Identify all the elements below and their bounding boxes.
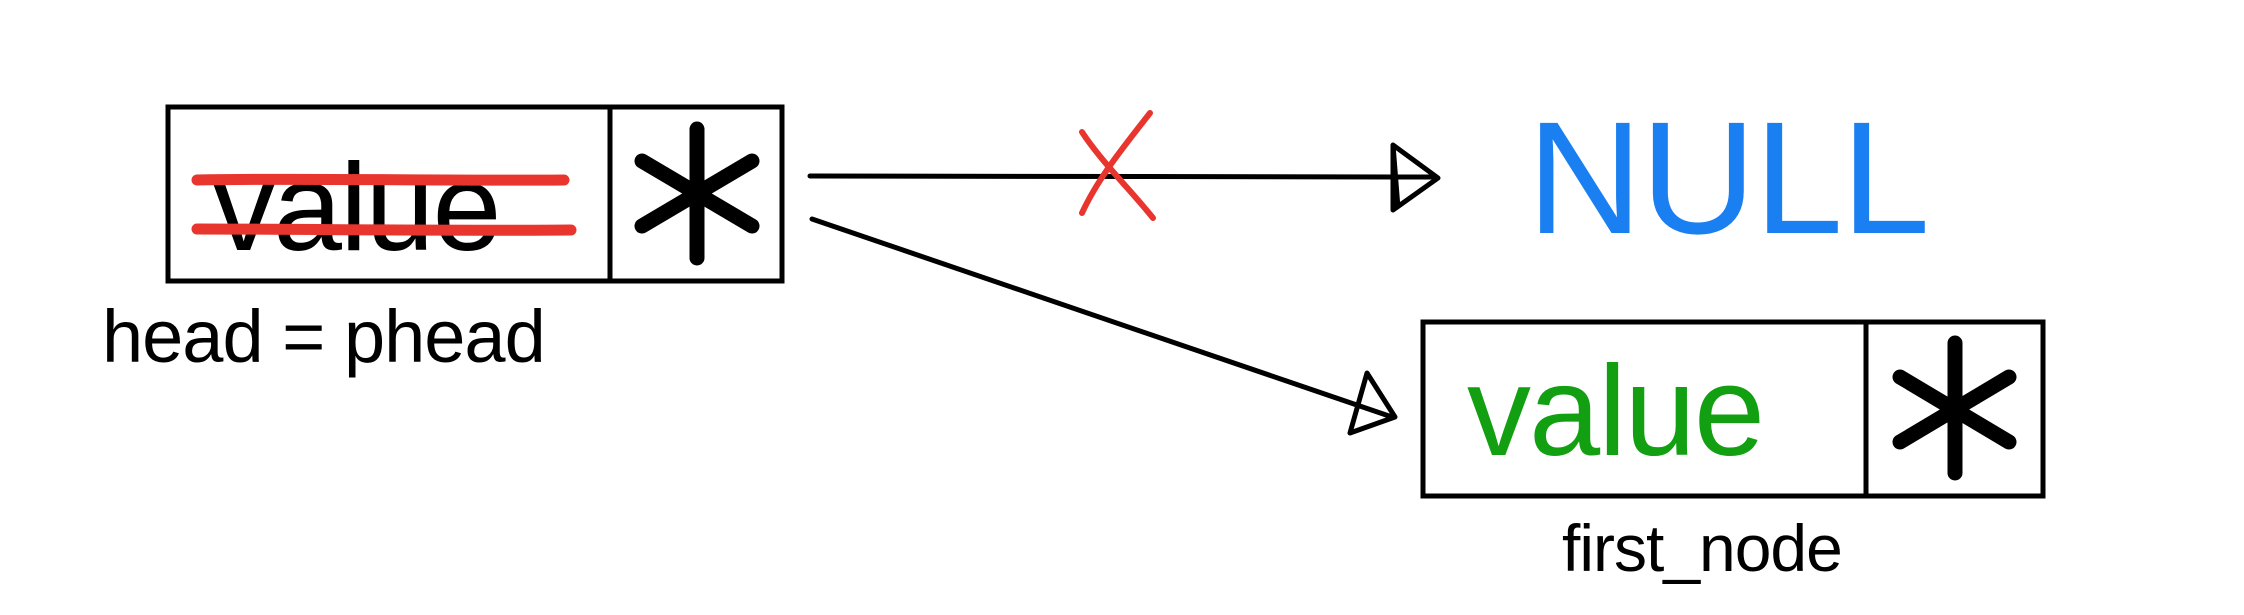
first-node — [1420, 319, 2046, 499]
arrow-to-null-head — [1390, 142, 1441, 213]
head-node — [165, 104, 785, 284]
head-pointer-asterisk — [634, 121, 760, 266]
head-node-box — [165, 104, 785, 284]
first-node-value-label: value — [1467, 340, 1765, 483]
head-node-caption: head = phead — [102, 295, 546, 378]
first-node-caption: first_node — [1562, 511, 1843, 585]
arrow-to-first-node-shaft — [809, 216, 1395, 420]
arrow-to-first-node-head — [1347, 370, 1398, 436]
first-pointer-asterisk — [1892, 335, 2017, 481]
first-node-box — [1420, 319, 2046, 499]
head-value-label: value — [213, 139, 501, 277]
null-label: NULL — [1527, 88, 1930, 267]
arrow-to-first-node — [809, 216, 1398, 436]
crossed-out-mark — [1079, 110, 1156, 221]
